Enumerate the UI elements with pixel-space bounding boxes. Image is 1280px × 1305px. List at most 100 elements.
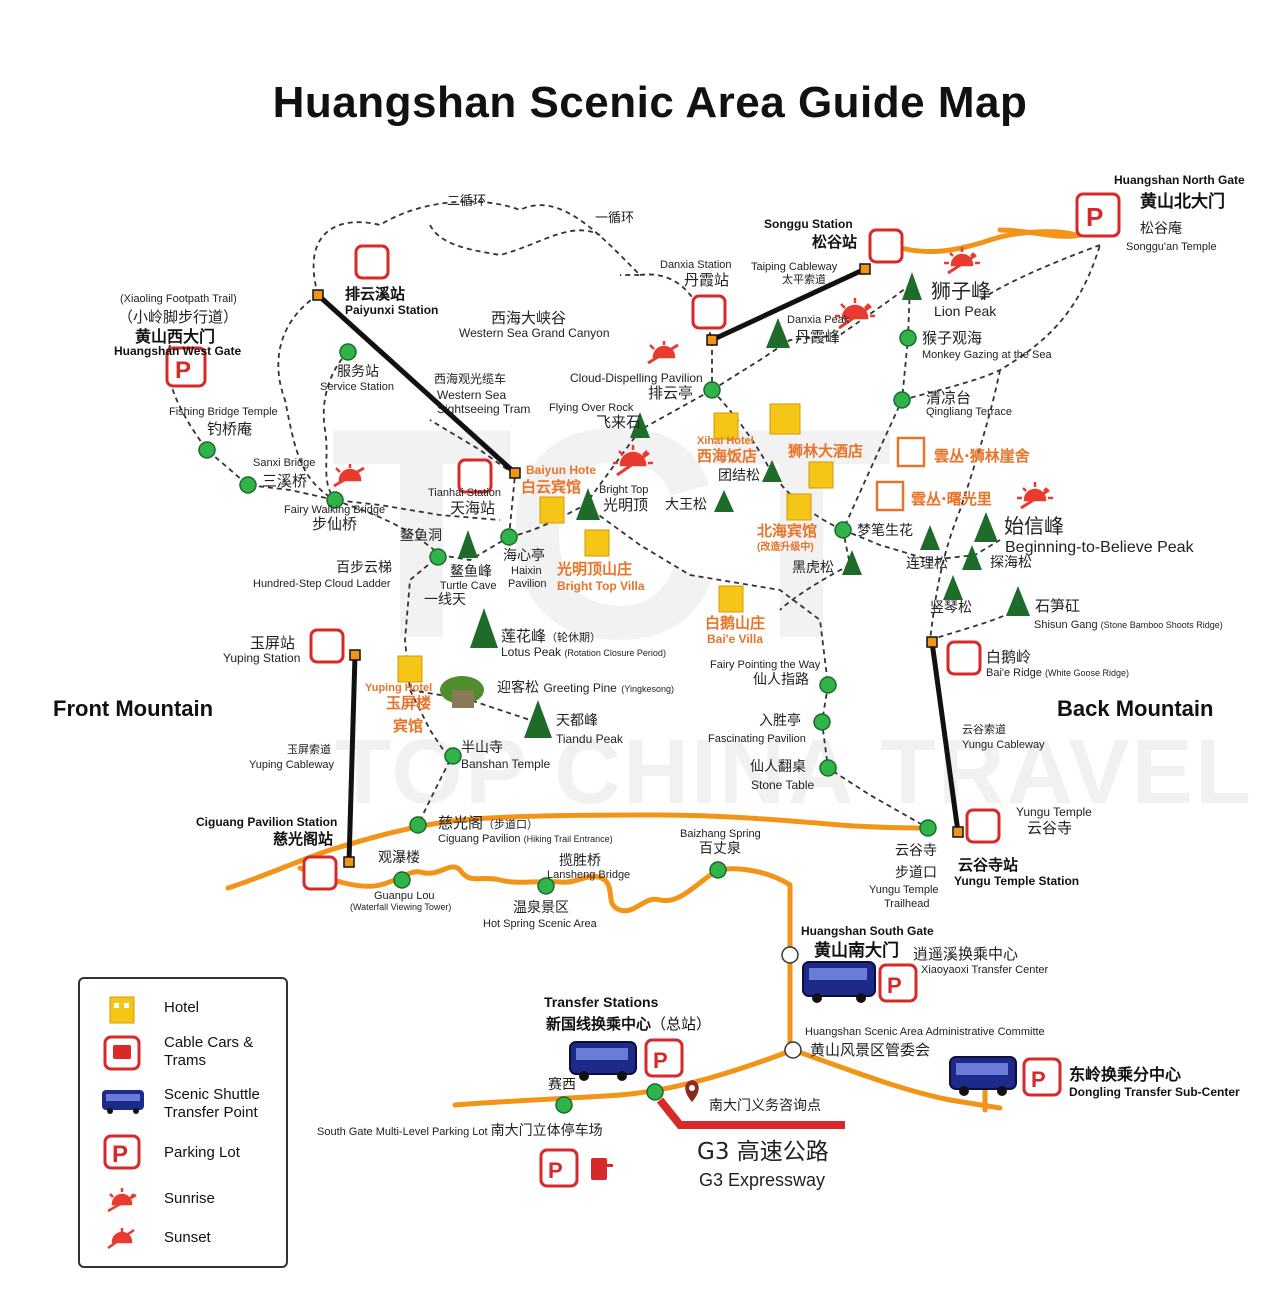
hotel-icon bbox=[100, 991, 144, 1027]
xihai-tram-en2: Sightseeing Tram bbox=[437, 402, 531, 416]
aoyu-peak-zh: 鳌鱼峰 bbox=[450, 564, 492, 580]
cable-car-icon bbox=[100, 1035, 144, 1071]
lansheng-bridge-zh: 揽胜桥 bbox=[559, 853, 601, 869]
sunset-markers bbox=[333, 341, 679, 488]
service-station-zh: 服务站 bbox=[337, 364, 379, 380]
yungu-station-zh: 云谷寺站 bbox=[958, 856, 1019, 874]
cable-car-icons bbox=[302, 228, 1001, 891]
yungu-trail-en1: Yungu Temple bbox=[869, 884, 939, 896]
fairy-bridge-en: Fairy Walking Bridge bbox=[284, 504, 386, 516]
songguan-en: Songgu'an Temple bbox=[1126, 241, 1217, 253]
sanxi-bridge-en: Sanxi Bridge bbox=[253, 457, 316, 469]
shisun-en: Shisun Gang (Stone Bamboo Shoots Ridge) bbox=[1034, 619, 1223, 631]
monkey-gazing-en: Monkey Gazing at the Sea bbox=[922, 349, 1052, 361]
haixin-pavilion-en2: Pavilion bbox=[508, 578, 547, 590]
yuping-cableway-en: Yuping Cableway bbox=[249, 759, 335, 771]
lotus-peak-zh: 莲花峰（轮休期） bbox=[501, 627, 602, 645]
cloud-dispelling-zh: 排云亭 bbox=[648, 384, 694, 402]
south-gate-parking-label: South Gate Multi-Level Parking Lot 南大门立体… bbox=[317, 1123, 603, 1139]
cableways bbox=[316, 266, 961, 863]
monkey-gazing-zh: 猴子观海 bbox=[922, 329, 983, 347]
fascinating-pavilion-en: Fascinating Pavilion bbox=[708, 733, 806, 745]
mengbi-zh: 梦笔生花 bbox=[857, 523, 913, 539]
fuel-icon bbox=[591, 1158, 613, 1180]
loop-2-label: 二循环 bbox=[447, 194, 487, 209]
legend-sunrise bbox=[100, 1181, 144, 1217]
hundred-step-en: Hundred-Step Cloud Ladder bbox=[253, 578, 391, 590]
hotel-outline-icons bbox=[875, 436, 926, 512]
xihai-hotel-zh: 西海饭店 bbox=[697, 447, 758, 465]
taiping-cableway-zh: 太平索道 bbox=[782, 273, 826, 286]
svg-text:P: P bbox=[1086, 202, 1103, 232]
lianli-pine-zh: 连理松 bbox=[906, 556, 948, 572]
cable-stations bbox=[312, 263, 964, 868]
yungu-cableway-en: Yungu Cableway bbox=[962, 739, 1045, 751]
legend-sunset bbox=[100, 1219, 144, 1255]
north-gate-zh: 黄山北大门 bbox=[1140, 192, 1225, 212]
yun-shilin-hotel-zh: 雲丛·狮林崖舍 bbox=[934, 447, 1030, 465]
svg-text:P: P bbox=[653, 1048, 668, 1073]
yuping-station-en: Yuping Station bbox=[223, 651, 301, 665]
baiyun-hotel-zh: 白云宾馆 bbox=[521, 478, 582, 496]
ciguang-pavilion-en: Ciguang Pavilion (Hiking Trail Entrance) bbox=[438, 833, 613, 845]
turtle-cave-en: Turtle Cave bbox=[440, 580, 497, 592]
legend-bus-label: Scenic Shuttle Transfer Point bbox=[164, 1086, 260, 1121]
yungu-trail-zh1: 云谷寺 bbox=[895, 843, 937, 859]
svg-text:P: P bbox=[548, 1158, 563, 1183]
guanpu-tower-en-sub: (Waterfall Viewing Tower) bbox=[350, 902, 452, 912]
map-title: Huangshan Scenic Area Guide Map bbox=[272, 78, 1028, 127]
peaks bbox=[458, 272, 1030, 738]
legend-cable-car bbox=[100, 1035, 144, 1071]
beihai-hotel-zh: 北海宾馆 bbox=[757, 522, 818, 540]
yungu-station-en: Yungu Temple Station bbox=[954, 874, 1080, 888]
hotel-icons bbox=[397, 403, 834, 683]
transfer-stations-en: Transfer Stations bbox=[544, 994, 659, 1010]
songgu-station-zh: 松谷站 bbox=[812, 233, 858, 251]
danxia-peak-zh: 丹霞峰 bbox=[795, 328, 841, 346]
west-gate-zh: 黄山西大门 bbox=[135, 327, 216, 346]
danxia-station-en: Danxia Station bbox=[660, 259, 732, 271]
guanpu-tower-en: Guanpu Lou bbox=[374, 890, 435, 902]
yuping-cableway-zh: 玉屏索道 bbox=[287, 743, 331, 756]
fishing-bridge-zh: 钓桥庵 bbox=[207, 420, 253, 438]
lotus-peak-en: Lotus Peak (Rotation Closure Period) bbox=[501, 645, 666, 659]
greeting-pine-illustration bbox=[440, 676, 484, 708]
shixin-peak-zh: 始信峰 bbox=[1004, 514, 1064, 538]
bus-icon bbox=[100, 1083, 144, 1119]
baie-villa-zh: 白鹅山庄 bbox=[705, 614, 766, 632]
shisun-zh: 石笋矼 bbox=[1035, 597, 1081, 615]
haixin-pavilion-en1: Haixin bbox=[511, 565, 542, 577]
dawang-pine-zh: 大王松 bbox=[665, 497, 707, 513]
tiandu-peak-zh: 天都峰 bbox=[556, 713, 598, 729]
tanhai-pine-zh: 探海松 bbox=[990, 555, 1032, 571]
qingliang-zh: 清凉台 bbox=[926, 389, 972, 407]
baie-villa-en: Bai'e Villa bbox=[707, 632, 763, 646]
banshan-temple-zh: 半山寺 bbox=[461, 740, 503, 756]
sunset-icon bbox=[100, 1219, 144, 1255]
dongling-en: Dongling Transfer Sub-Center bbox=[1069, 1085, 1240, 1099]
xiaoling-trail-zh: （小岭脚步行道） bbox=[118, 308, 239, 326]
guangmingding-villa-en: Bright Top Villa bbox=[557, 579, 645, 593]
xihai-tram-en1: Western Sea bbox=[437, 388, 507, 402]
baiyun-hotel-en: Baiyun Hote bbox=[526, 463, 597, 477]
yungu-trail-en2: Trailhead bbox=[884, 898, 930, 910]
yun-shuguang-hotel-zh: 雲丛·曙光里 bbox=[911, 490, 992, 508]
fishing-bridge-en: Fishing Bridge Temple bbox=[169, 406, 278, 418]
svg-text:P: P bbox=[175, 357, 191, 384]
bright-top-zh: 光明顶 bbox=[603, 496, 649, 514]
taiping-cableway-en: Taiping Cableway bbox=[751, 261, 838, 273]
hot-spring-en: Hot Spring Scenic Area bbox=[483, 918, 597, 930]
svg-text:P: P bbox=[1031, 1067, 1046, 1092]
legend-parking: P bbox=[100, 1134, 144, 1170]
xihai-tram-zh: 西海观光缆车 bbox=[434, 372, 507, 386]
hot-spring-zh: 温泉景区 bbox=[513, 900, 569, 916]
info-pin-icon bbox=[685, 1080, 699, 1102]
admin-committee-en: Huangshan Scenic Area Administrative Com… bbox=[805, 1026, 1045, 1038]
svg-text:P: P bbox=[112, 1141, 128, 1168]
dongling-zh: 东岭换乘分中心 bbox=[1069, 1065, 1182, 1084]
flying-rock-en: Flying Over Rock bbox=[549, 402, 634, 414]
transfer-points bbox=[781, 946, 802, 1059]
ciguang-pavilion-zh: 慈光阁（步道口） bbox=[438, 814, 539, 832]
shilin-hotel-zh: 狮林大酒店 bbox=[788, 442, 864, 460]
ciguang-station-en: Ciguang Pavilion Station bbox=[196, 815, 338, 829]
